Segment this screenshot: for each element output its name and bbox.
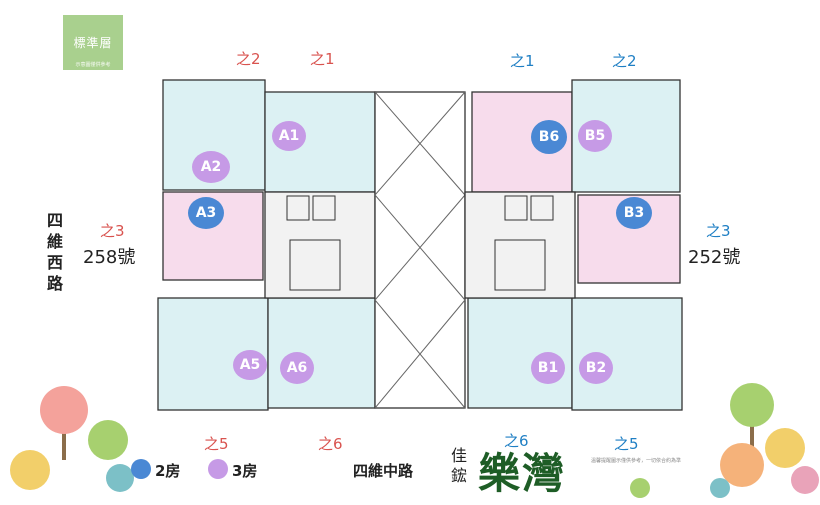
- brand-logo: 樂灣: [478, 449, 567, 498]
- elevator-left-2: [312, 195, 336, 221]
- core-right: [464, 191, 576, 299]
- unit-a3-marker: A3: [188, 197, 224, 229]
- unit-a2-marker: A2: [192, 151, 230, 183]
- elevator-left-1: [286, 195, 310, 221]
- unit-b3-marker: B3: [616, 197, 652, 229]
- label-right-z3: 之3: [706, 222, 731, 240]
- tree-decoration-left: [10, 386, 134, 492]
- unit-a6-marker: A6: [280, 352, 314, 384]
- elevator-right-1: [504, 195, 528, 221]
- label-right-z2: 之2: [612, 52, 637, 70]
- label-left-z6: 之6: [318, 435, 343, 453]
- unit-a1-marker: A1: [272, 121, 306, 151]
- room-a6: [267, 297, 376, 409]
- core-left: [264, 191, 376, 299]
- central-void: [374, 91, 466, 409]
- stair-right: [494, 239, 546, 291]
- badge-title: 標準層: [73, 36, 113, 50]
- building-number-right: 252號: [688, 247, 741, 268]
- brand-small-text: 佳鋐: [451, 446, 468, 485]
- label-left-z2: 之2: [236, 50, 261, 68]
- unit-b6-marker: B6: [531, 120, 567, 154]
- label-right-z6: 之6: [504, 432, 529, 450]
- label-right-z5: 之5: [614, 435, 639, 453]
- stair-left: [289, 239, 341, 291]
- label-left-z3: 之3: [100, 222, 125, 240]
- badge-subtitle: 示意圖僅供參考: [75, 62, 111, 68]
- label-left-z1: 之1: [310, 50, 335, 68]
- legend-three-room-label: 3房: [232, 462, 258, 480]
- unit-b1-marker: B1: [531, 352, 565, 384]
- label-right-z1: 之1: [510, 52, 535, 70]
- unit-a5-marker: A5: [233, 350, 267, 380]
- side-street-label: 四維西路: [46, 211, 63, 293]
- building-number-left: 258號: [83, 247, 136, 268]
- legend-two-room-label: 2房: [155, 462, 181, 480]
- unit-b2-marker: B2: [579, 352, 613, 384]
- unit-b5-marker: B5: [578, 120, 612, 152]
- label-left-z5: 之5: [204, 435, 229, 453]
- legend-three-room-dot: [208, 459, 228, 479]
- project-badge: 標準層 示意圖僅供參考: [63, 15, 123, 70]
- room-b1: [467, 297, 573, 409]
- tree-decoration-right: [630, 383, 819, 498]
- elevator-right-2: [530, 195, 554, 221]
- legend-two-room-dot: [131, 459, 151, 479]
- disclaimer-note: 溫馨提醒圖示僅供參考，一切依合約為準: [591, 458, 682, 464]
- front-road-label: 四維中路: [353, 462, 414, 480]
